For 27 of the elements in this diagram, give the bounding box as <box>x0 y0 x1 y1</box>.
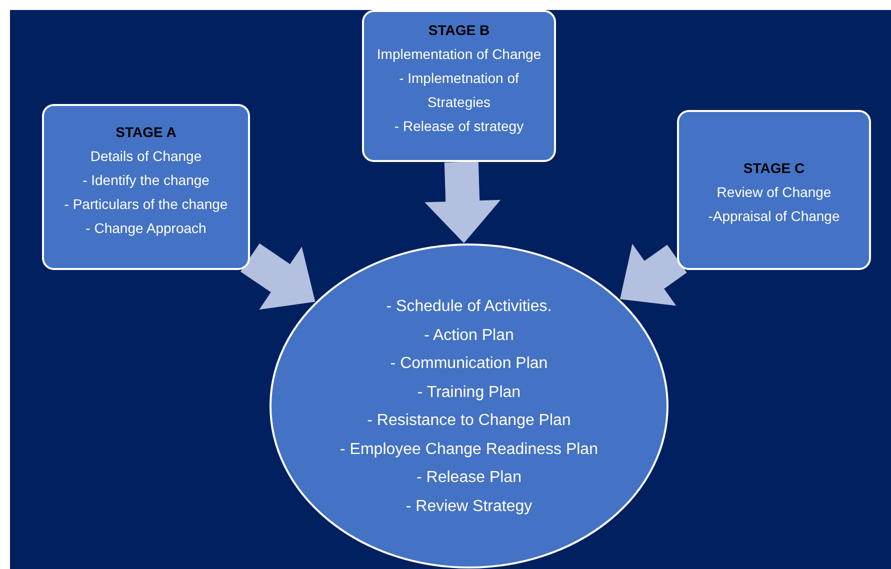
stage-text: Review of Change <box>716 183 832 202</box>
block-arrow <box>424 162 501 244</box>
stage-text: - Implemetnation of Strategies <box>398 69 520 112</box>
stage-heading: STAGE B <box>428 21 490 40</box>
stage-text: -Appraisal of Change <box>708 207 840 226</box>
stage-box <box>42 104 250 270</box>
block-arrow <box>240 243 316 310</box>
stage-box <box>362 10 556 162</box>
list-item: - Release Plan <box>416 468 522 488</box>
list-item: - Review Strategy <box>406 496 532 516</box>
stage-heading: STAGE C <box>743 159 805 178</box>
list-item: - Training Plan <box>417 382 521 402</box>
list-item: - Resistance to Change Plan <box>367 411 571 431</box>
stage-text: Details of Change <box>90 147 202 166</box>
stage-text: - Release of strategy <box>394 117 524 136</box>
stage-text: - Particulars of the change <box>64 195 228 214</box>
stage-text: - Change Approach <box>86 219 206 238</box>
stage-text: Implementation of Change <box>376 45 542 64</box>
list-item: - Communication Plan <box>390 354 548 374</box>
stage-text: - Identify the change <box>82 171 210 190</box>
plan-ellipse <box>269 243 669 569</box>
list-item: - Action Plan <box>424 326 514 346</box>
stage-heading: STAGE A <box>116 123 176 142</box>
stage-box <box>677 110 871 270</box>
block-arrow <box>620 244 687 306</box>
list-item: - Employee Change Readiness Plan <box>340 440 598 460</box>
list-item: - Schedule of Activities. <box>386 297 552 317</box>
